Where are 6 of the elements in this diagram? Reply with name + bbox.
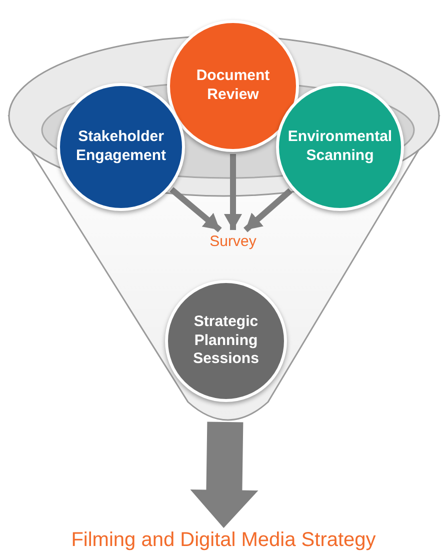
arrow <box>224 154 242 230</box>
outcome-title: Filming and Digital Media Strategy <box>20 527 427 553</box>
arrow <box>170 187 222 232</box>
step-label: Survey <box>198 230 268 252</box>
arrow <box>190 422 258 528</box>
arrow <box>244 188 292 232</box>
